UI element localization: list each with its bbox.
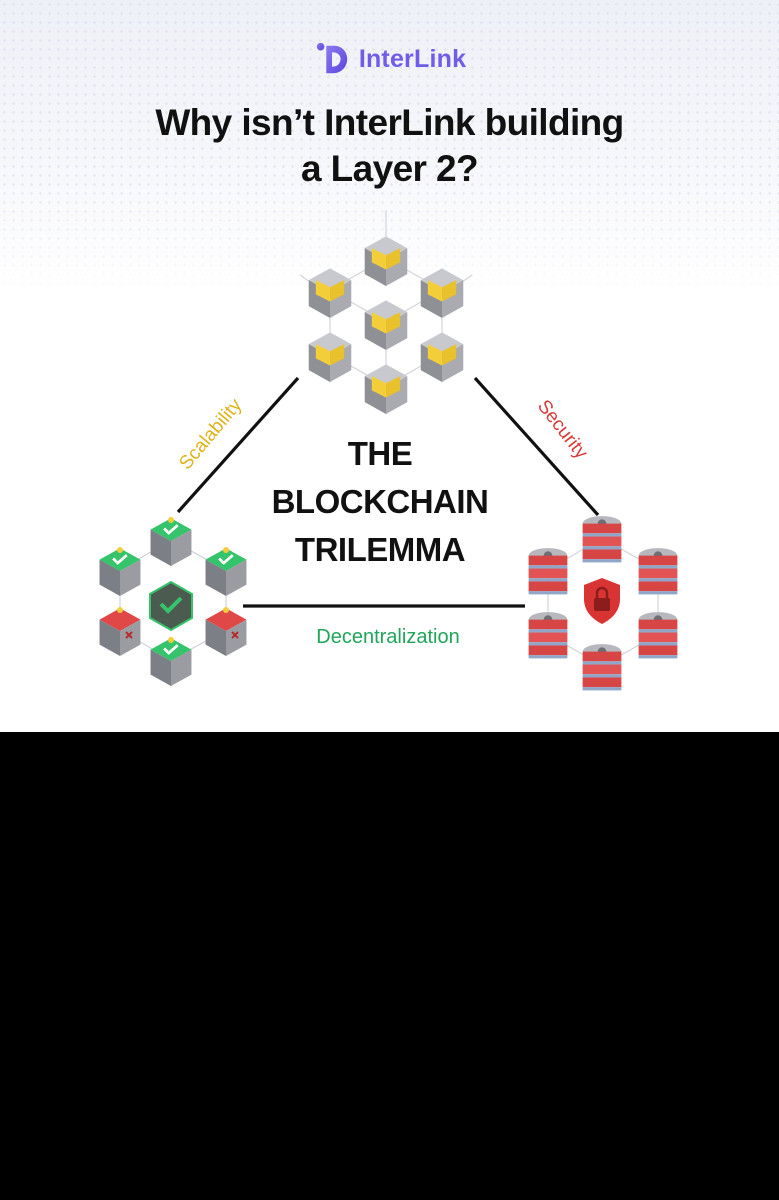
trilemma-title-line-3: TRILEMMA (294, 531, 466, 568)
trilemma-title: THE BLOCKCHAIN TRILEMMA (230, 430, 530, 574)
check-icon (159, 596, 183, 614)
user-markers (117, 517, 229, 643)
trilemma-title-line-1: THE (347, 435, 413, 472)
trilemma-diagram: Scalability Security Decentralization (98, 210, 678, 691)
trilemma-title-line-2: BLOCKCHAIN (271, 483, 489, 520)
brand-name: InterLink (358, 44, 467, 73)
decentralization-label: Decentralization (316, 626, 459, 648)
title-line-2: a Layer 2? (300, 148, 479, 189)
scalability-cubes (308, 236, 464, 414)
black-letterbox-area (0, 732, 779, 1200)
shield-lock-icon (584, 578, 620, 624)
page-title: Why isn’t InterLink building a Layer 2? (60, 100, 719, 192)
scalability-edge (176, 376, 300, 514)
infographic-card: InterLink Why isn’t InterLink building a… (0, 0, 779, 732)
brand-header: InterLink (0, 40, 779, 78)
security-edge (473, 376, 600, 517)
reject-x-icons (125, 631, 239, 639)
title-line-1: Why isn’t InterLink building (155, 102, 624, 143)
center-check-hexagon (149, 580, 193, 632)
interlink-logo-icon (316, 42, 348, 74)
